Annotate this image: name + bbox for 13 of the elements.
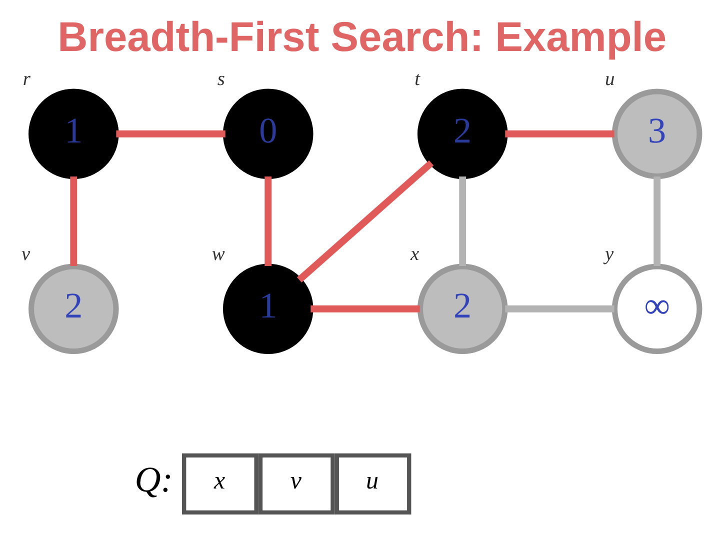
- label: v: [290, 468, 301, 495]
- node-label: y: [604, 244, 614, 265]
- node-label: s: [216, 68, 224, 90]
- node-label: u: [604, 68, 614, 90]
- node-label: w: [211, 244, 224, 265]
- node-label: r: [22, 68, 30, 90]
- node-label: v: [21, 244, 30, 265]
- label: x: [213, 468, 225, 495]
- diagram-title: Breadth-First Search: Example: [57, 13, 666, 60]
- label: Q:: [134, 459, 172, 500]
- node-label: x: [410, 244, 419, 265]
- label: u: [366, 468, 378, 495]
- node-label: t: [414, 68, 420, 90]
